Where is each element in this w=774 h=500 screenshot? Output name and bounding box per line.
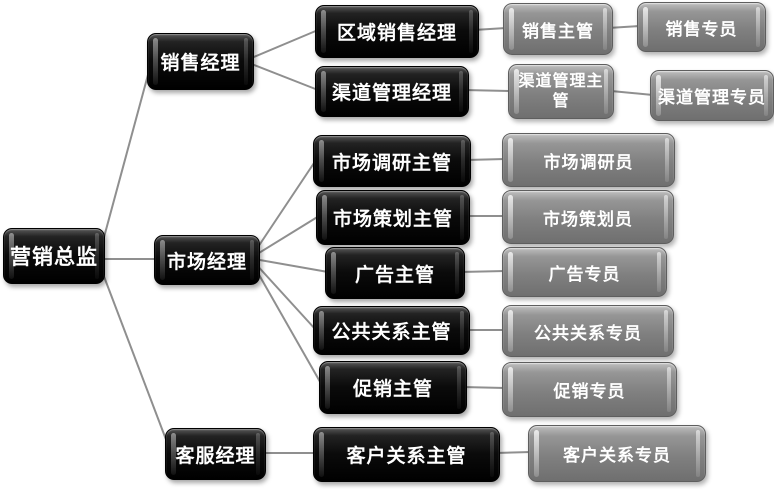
org-node-promotion-specialist: 促销专员 xyxy=(502,362,677,417)
org-node-label: 客服经理 xyxy=(175,445,256,467)
org-node-label: 销售经理 xyxy=(160,53,241,74)
org-node-label: 销售主管 xyxy=(522,21,594,41)
connector xyxy=(253,265,324,388)
connector xyxy=(494,451,532,454)
connector xyxy=(465,158,506,161)
connector xyxy=(248,62,319,91)
org-node-label: 广告主管 xyxy=(354,264,435,286)
org-node-market-planning-supervisor: 市场策划主管 xyxy=(316,190,470,245)
org-node-sales-manager: 销售经理 xyxy=(147,33,254,90)
org-node-market-researcher: 市场调研员 xyxy=(502,133,675,187)
connector xyxy=(99,265,171,451)
org-node-sales-specialist: 销售专员 xyxy=(637,2,766,52)
org-node-market-manager: 市场经理 xyxy=(154,235,260,285)
connector xyxy=(99,59,153,253)
org-node-customer-relations-supervisor: 客户关系主管 xyxy=(313,427,500,482)
connector xyxy=(253,159,317,254)
org-node-label: 广告专员 xyxy=(548,264,621,284)
org-node-label: 公共关系专员 xyxy=(534,323,642,343)
org-node-market-research-supervisor: 市场调研主管 xyxy=(313,135,471,187)
connector xyxy=(461,386,506,389)
org-node-label: 市场策划员 xyxy=(543,209,633,229)
org-node-promotion-supervisor: 促销主管 xyxy=(319,361,467,414)
connector xyxy=(253,215,320,257)
org-node-label: 促销专员 xyxy=(553,382,626,401)
org-node-advertising-specialist: 广告专员 xyxy=(502,247,667,297)
org-node-label: 市场策划主管 xyxy=(332,209,453,230)
org-node-label: 市场调研员 xyxy=(543,152,634,172)
org-node-customer-service-manager: 客服经理 xyxy=(165,428,266,480)
org-node-label: 客户关系专员 xyxy=(563,446,671,465)
org-node-label: 客户关系主管 xyxy=(346,446,467,467)
org-node-channel-management-specialist: 渠道管理专员 xyxy=(650,70,774,121)
org-node-regional-sales-manager: 区域销售经理 xyxy=(315,5,479,58)
org-node-channel-management-supervisor: 渠道管理主管 xyxy=(508,64,614,119)
org-node-label: 公共关系主管 xyxy=(331,322,452,343)
connector xyxy=(459,270,506,273)
org-node-label: 渠道管理主管 xyxy=(518,73,604,110)
org-node-marketing-director: 营销总监 xyxy=(3,228,105,284)
org-node-label: 渠道管理经理 xyxy=(331,83,452,104)
connector xyxy=(473,27,507,31)
org-node-market-planner: 市场策划员 xyxy=(502,190,674,244)
connector xyxy=(253,261,317,331)
org-node-label: 区域销售经理 xyxy=(336,23,457,44)
connector xyxy=(253,258,329,273)
org-node-sales-supervisor: 销售主管 xyxy=(503,3,613,55)
org-node-label: 营销总监 xyxy=(10,246,98,269)
org-node-public-relations-specialist: 公共关系专员 xyxy=(502,305,674,357)
org-node-public-relations-supervisor: 公共关系主管 xyxy=(313,306,470,355)
org-node-label: 市场调研主管 xyxy=(331,152,452,174)
connector xyxy=(463,89,512,92)
connector xyxy=(610,90,654,96)
org-node-channel-management-manager: 渠道管理经理 xyxy=(315,66,469,117)
org-node-advertising-supervisor: 广告主管 xyxy=(325,247,465,299)
org-node-label: 促销主管 xyxy=(352,379,433,400)
connector xyxy=(248,29,319,60)
org-node-label: 市场经理 xyxy=(166,251,247,273)
org-node-label: 渠道管理专员 xyxy=(658,88,766,107)
org-node-customer-relations-specialist: 客户关系专员 xyxy=(528,425,706,482)
connector xyxy=(607,25,641,29)
org-node-label: 销售专员 xyxy=(665,19,738,39)
